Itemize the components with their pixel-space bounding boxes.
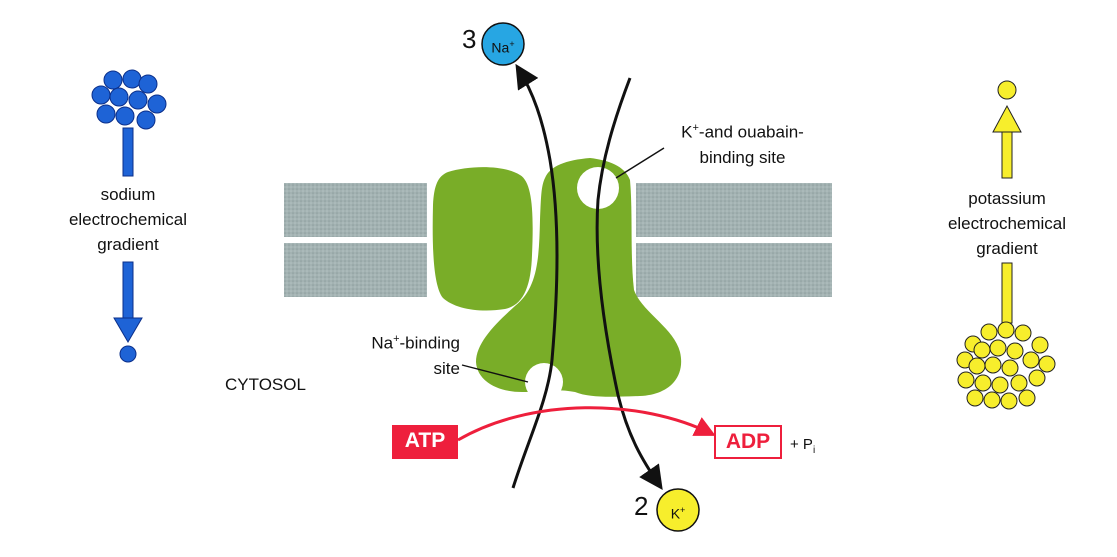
potassium-gradient-arrowhead [992, 104, 1022, 133]
k-binding-site-label: K+-and ouabain- binding site [665, 116, 820, 170]
potassium-gradient-shaft-top [1001, 131, 1013, 179]
k-ion-charge: + [680, 505, 686, 515]
potassium-gradient-line-1: potassium [968, 189, 1046, 208]
sodium-gradient-shaft-top [122, 127, 134, 177]
pump-large-subunit [476, 158, 682, 397]
potassium-gradient-label: potassium electrochemical gradient [937, 186, 1077, 261]
atp-hydrolysis-arrow [457, 406, 716, 442]
na-binding-line-2: site [433, 358, 460, 378]
k-charge: + [692, 122, 699, 134]
membrane-outer-leaflet-right [636, 183, 832, 237]
k-binding-line-1-rest: -and ouabain- [698, 122, 804, 142]
k-symbol: K [681, 122, 693, 142]
membrane-outer-leaflet-left [284, 183, 427, 237]
sodium-gradient-group [91, 69, 167, 363]
sodium-gradient-arrowhead [113, 317, 143, 343]
pi-subscript: i [812, 445, 816, 456]
pump-protein [432, 158, 682, 401]
na-binding-pocket [525, 363, 563, 401]
sodium-transport-arrow [511, 63, 559, 489]
potassium-gradient-line-2: electrochemical [947, 214, 1067, 233]
atp-box: ATP [392, 425, 458, 459]
na-ion-charge: + [509, 39, 515, 49]
membrane-inner-leaflet-right [636, 243, 832, 297]
na-charge: + [393, 333, 400, 345]
plus-p: + P [790, 436, 813, 453]
sodium-ion-single [119, 345, 137, 363]
adp-box: ADP [714, 425, 782, 459]
potassium-transport-arrow [595, 77, 663, 490]
potassium-gradient-group [956, 80, 1056, 410]
phosphate-label: + Pi [790, 432, 815, 463]
na-ion-symbol: Na [491, 39, 510, 56]
potassium-ion-single [997, 80, 1017, 100]
sodium-gradient-shaft-bottom [122, 261, 134, 319]
na-binding-site-label: Na+-binding site [336, 327, 460, 381]
potassium-gradient-line-3: gradient [976, 239, 1038, 258]
sodium-gradient-line-2: electrochemical [68, 210, 188, 229]
sodium-gradient-line-3: gradient [97, 235, 159, 254]
membrane-inner-leaflet-left [284, 243, 427, 297]
potassium-ion-released [656, 488, 700, 532]
sodium-gradient-label: sodium electrochemical gradient [58, 182, 198, 257]
potassium-ion-label: K+ [657, 498, 699, 527]
potassium-count: 2 [634, 491, 649, 521]
na-binding-line-1-rest: -binding [399, 333, 461, 353]
sodium-ion-cluster [91, 69, 167, 130]
sodium-count: 3 [462, 24, 477, 54]
sodium-gradient-line-1: sodium [100, 185, 156, 204]
potassium-gradient-shaft-bottom [1001, 262, 1013, 324]
na-binding-leader [461, 364, 529, 383]
membrane-bilayer [284, 183, 832, 297]
potassium-ion-cluster [956, 321, 1056, 410]
sodium-ion-released [481, 22, 525, 66]
na-symbol: Na [371, 333, 394, 353]
cytosol-label: CYTOSOL [225, 375, 306, 394]
sodium-ion-label: Na+ [482, 32, 524, 61]
k-ion-symbol: K [670, 505, 681, 522]
k-binding-line-2: binding site [699, 147, 786, 167]
k-binding-leader [615, 147, 665, 179]
pump-small-subunit [432, 167, 533, 311]
